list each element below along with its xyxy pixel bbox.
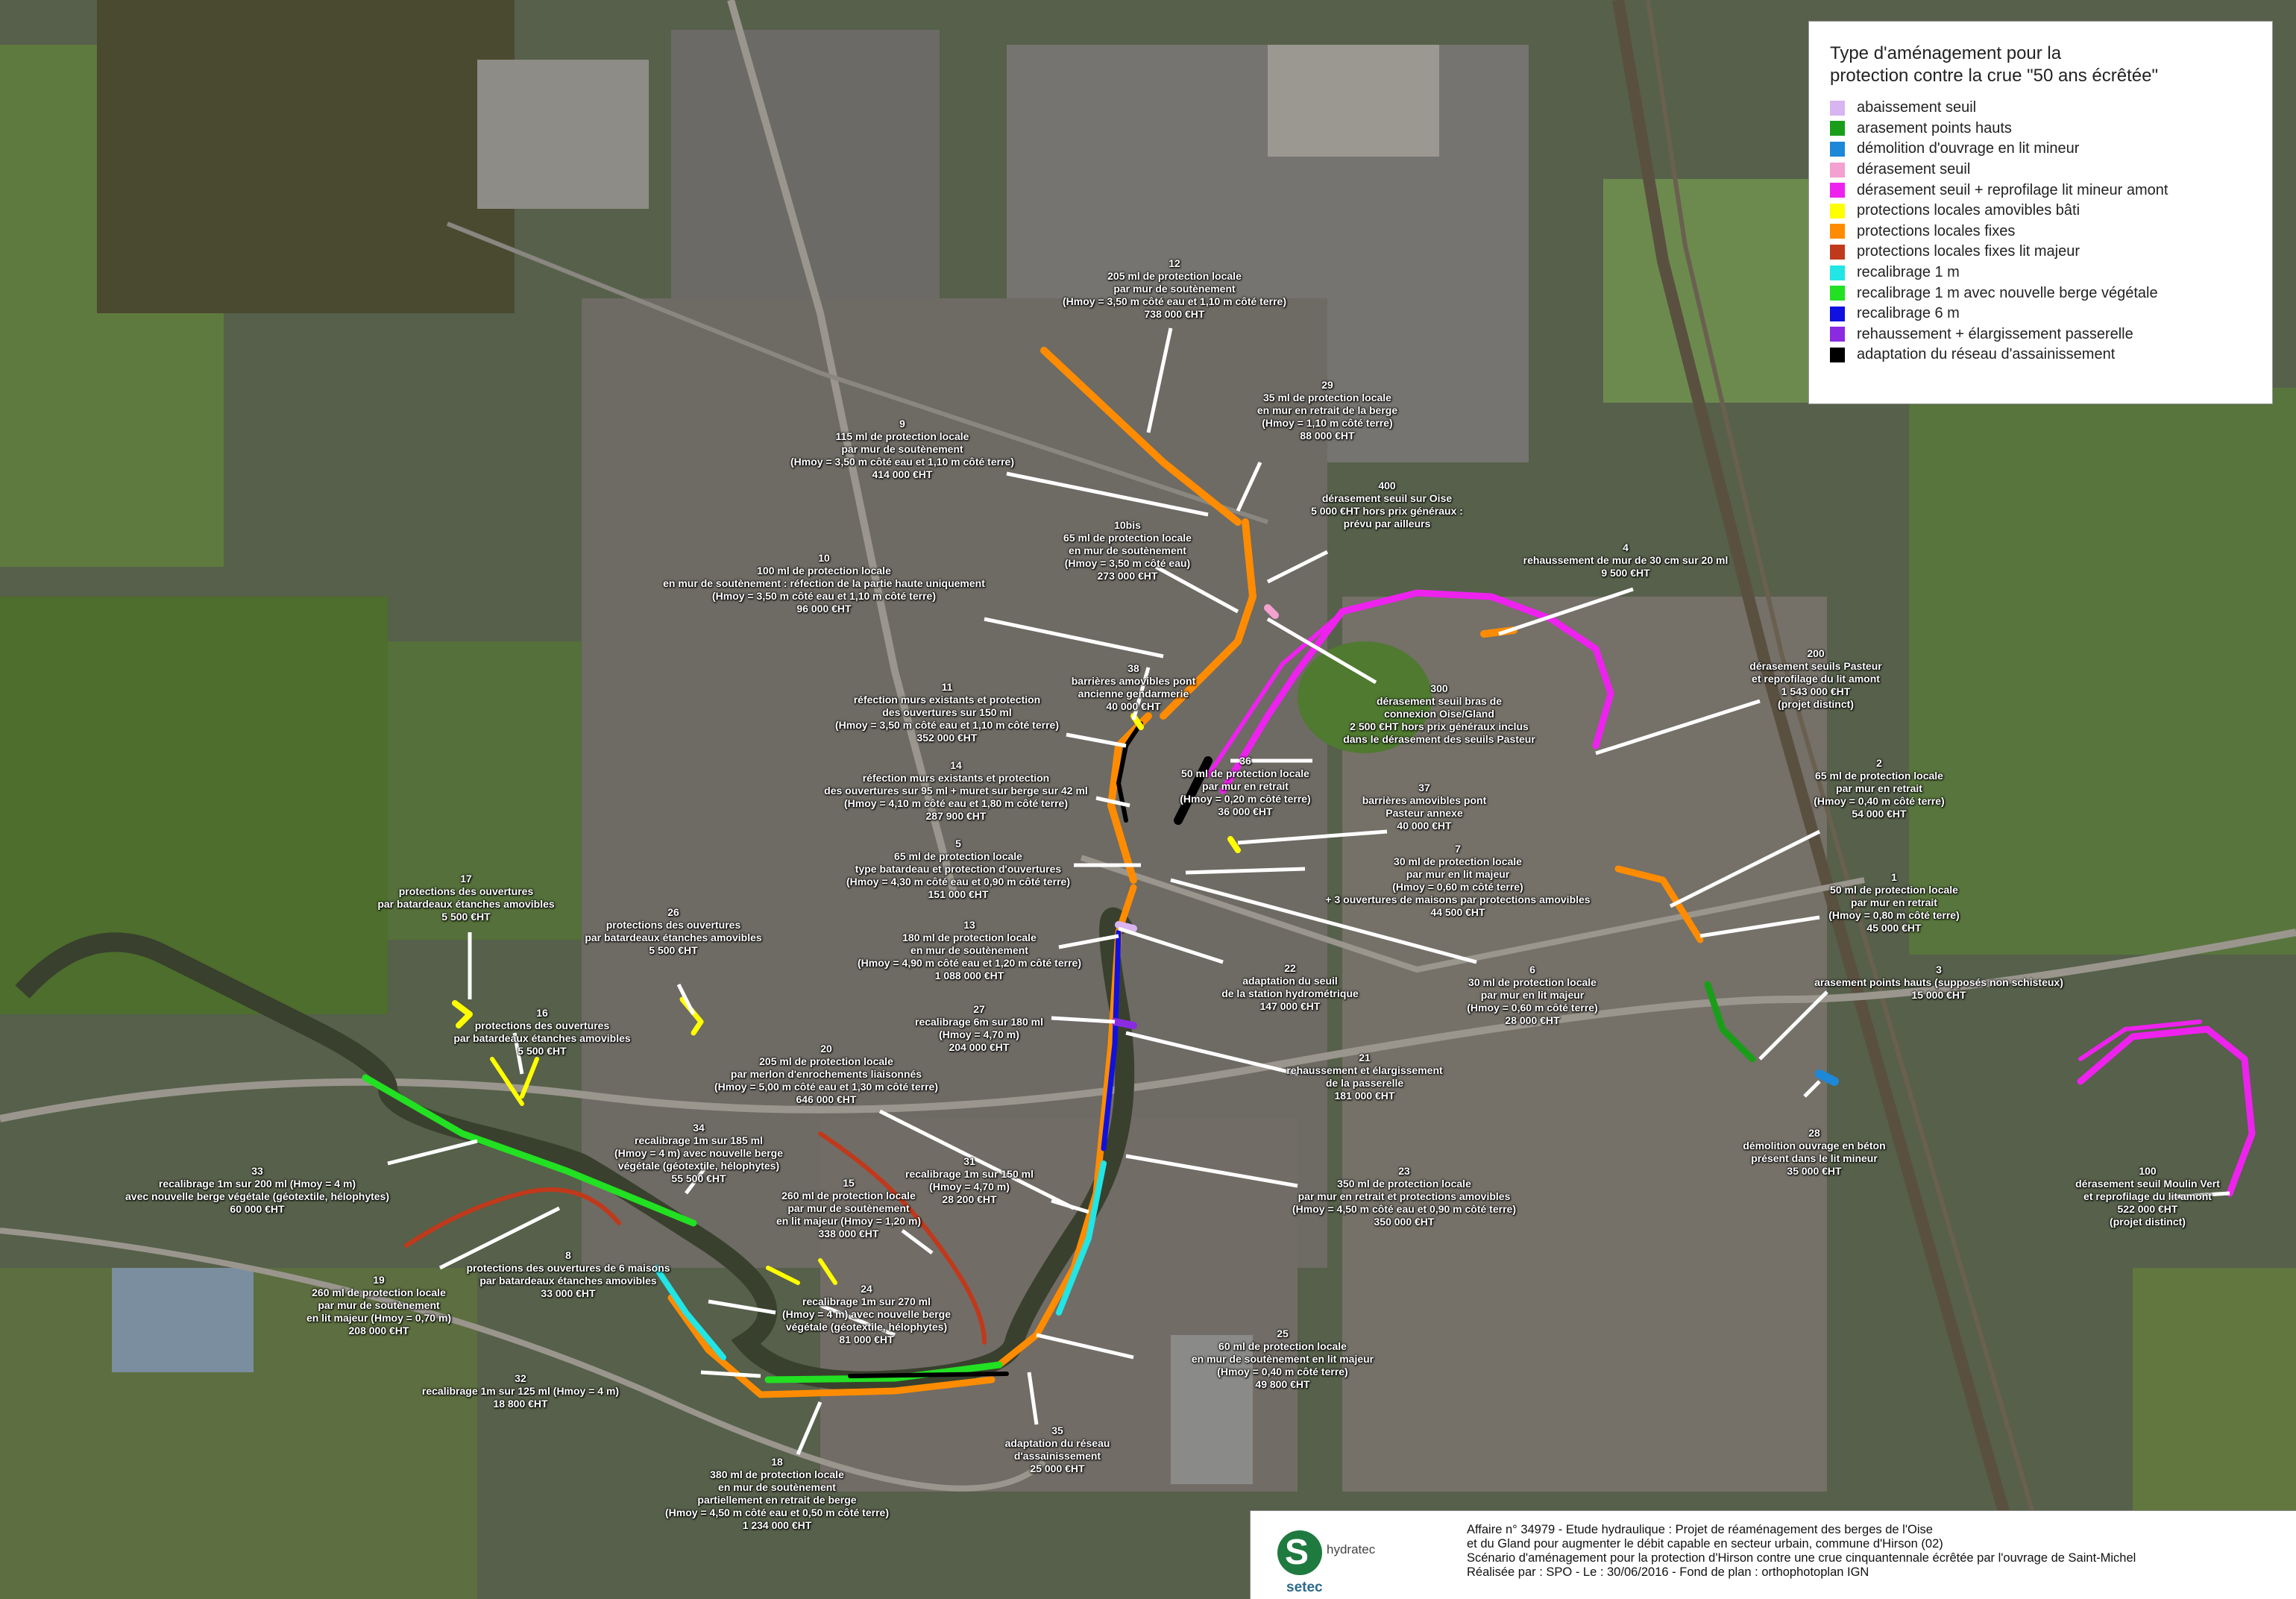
legend-title-line1: Type d'aménagement pour la — [1830, 43, 2062, 63]
annotation-38: 38 barrières amovibles pont ancienne gen… — [1071, 662, 1196, 712]
annotation-10bis: 10bis 65 ml de protection locale en mur … — [1063, 519, 1192, 582]
legend-item: recalibrage 1 m — [1830, 263, 2253, 283]
legend-item: arasement points hauts — [1830, 119, 2253, 139]
logo-s-glyph: S — [1285, 1533, 1309, 1572]
annotation-9: 9 115 ml de protection locale par mur de… — [790, 418, 1014, 480]
annotation-32: 32 recalibrage 1m sur 125 ml (Hmoy = 4 m… — [421, 1372, 620, 1410]
annotation-5: 5 65 ml de protection locale type batard… — [846, 838, 1070, 900]
legend-label: protections locales amovibles bâti — [1857, 202, 2080, 219]
logo-mark-icon — [1277, 1530, 1322, 1575]
legend-swatch — [1830, 244, 1845, 260]
title-block: S hydratec setec Affaire n° 34979 - Etud… — [1250, 1510, 2296, 1599]
legend-label: protections locales fixes — [1857, 222, 2016, 239]
legend-item: recalibrage 6 m — [1830, 304, 2253, 324]
legend-item: adaptation du réseau d'assainissement — [1830, 345, 2253, 365]
annotation-26: 26 protections des ouvertures par batard… — [585, 906, 762, 956]
annotation-18: 18 380 ml de protection locale en mur de… — [665, 1456, 889, 1531]
legend-swatch — [1830, 327, 1845, 342]
legend-title: Type d'aménagement pour la protection co… — [1830, 43, 2253, 87]
annotation-28: 28 démolition ouvrage en béton présent d… — [1743, 1127, 1886, 1177]
annotation-100: 100 dérasement seuil Moulin Vert et repr… — [2075, 1165, 2220, 1228]
annotation-33: 33 recalibrage 1m sur 200 ml (Hmoy = 4 m… — [125, 1165, 390, 1215]
legend-item: dérasement seuil + reprofilage lit mineu… — [1830, 180, 2253, 201]
annotation-22: 22 adaptation du seuil de la station hyd… — [1221, 962, 1359, 1012]
annotation-1: 1 50 ml de protection locale par mur en … — [1828, 871, 1960, 934]
legend-label: dérasement seuil + reprofilage lit mineu… — [1857, 181, 2168, 198]
legend-swatch — [1830, 100, 1845, 116]
legend-swatch — [1830, 141, 1845, 157]
legend-swatch — [1830, 265, 1845, 280]
title-line-3: Scénario d'aménagement pour la protectio… — [1467, 1551, 2136, 1565]
annotation-12: 12 205 ml de protection locale par mur d… — [1063, 257, 1286, 320]
legend-label: recalibrage 1 m — [1857, 264, 1960, 281]
title-line-2: et du Gland pour augmenter le débit capa… — [1467, 1537, 1943, 1551]
annotation-16: 16 protections des ouvertures par batard… — [453, 1007, 631, 1057]
logo-group: setec — [1286, 1580, 1323, 1595]
legend-label: démolition d'ouvrage en lit mineur — [1857, 140, 2080, 157]
annotation-14: 14 réfection murs existants et protectio… — [824, 759, 1088, 822]
legend-label: recalibrage 6 m — [1857, 305, 1960, 322]
annotation-3: 3 arasement points hauts (supposés non s… — [1814, 964, 2063, 1001]
legend-item: rehaussement + élargissement passerelle — [1830, 324, 2253, 345]
annotation-6: 6 30 ml de protection locale par mur en … — [1467, 964, 1598, 1026]
legend-swatch — [1830, 203, 1845, 219]
legend-label: protections locales fixes lit majeur — [1857, 243, 2080, 260]
title-line-4: Réalisée par : SPO - Le : 30/06/2016 - F… — [1467, 1565, 1869, 1579]
legend-swatch — [1830, 224, 1845, 239]
annotation-31: 31 recalibrage 1m sur 150 ml (Hmoy = 4,7… — [905, 1155, 1034, 1205]
annotation-200: 200 dérasement seuils Pasteur et reprofi… — [1749, 647, 1882, 710]
annotation-17: 17 protections des ouvertures par batard… — [377, 873, 555, 923]
legend-label: adaptation du réseau d'assainissement — [1857, 346, 2116, 363]
legend-swatch — [1830, 306, 1845, 321]
legend-label: rehaussement + élargissement passerelle — [1857, 325, 2133, 342]
legend-swatch — [1830, 183, 1845, 198]
legend-label: recalibrage 1 m avec nouvelle berge végé… — [1857, 284, 2158, 301]
map-legend: Type d'aménagement pour la protection co… — [1808, 21, 2273, 404]
annotation-2: 2 65 ml de protection locale par mur en … — [1814, 757, 1945, 820]
legend-swatch — [1830, 121, 1845, 136]
annotation-37: 37 barrières amovibles pont Pasteur anne… — [1362, 782, 1487, 832]
annotation-400: 400 dérasement seuil sur Oise 5 000 €HT … — [1311, 480, 1463, 530]
annotation-8: 8 protections des ouvertures de 6 maison… — [466, 1249, 670, 1299]
annotation-36: 36 50 ml de protection locale par mur en… — [1180, 755, 1311, 817]
annotation-20: 20 205 ml de protection locale par merlo… — [714, 1043, 938, 1105]
annotation-29: 29 35 ml de protection locale en mur en … — [1256, 379, 1398, 442]
annotation-13: 13 180 ml de protection locale en mur de… — [858, 919, 1081, 981]
legend-swatch — [1830, 286, 1845, 301]
legend-label: arasement points hauts — [1857, 119, 2012, 136]
legend-item: protections locales amovibles bâti — [1830, 201, 2253, 222]
legend-swatch — [1830, 347, 1845, 362]
legend-item: dérasement seuil — [1830, 160, 2253, 180]
annotation-7: 7 30 ml de protection locale par mur en … — [1325, 843, 1591, 918]
legend-item: abaissement seuil — [1830, 98, 2253, 119]
annotation-24: 24 recalibrage 1m sur 270 ml (Hmoy = 4 m… — [781, 1283, 952, 1345]
annotation-11: 11 réfection murs existants et protectio… — [835, 681, 1059, 744]
title-block-text: Affaire n° 34979 - Etude hydraulique : P… — [1467, 1523, 2136, 1580]
annotation-34: 34 recalibrage 1m sur 185 ml (Hmoy = 4 m… — [614, 1122, 784, 1184]
legend-label: dérasement seuil — [1857, 161, 1971, 178]
legend-title-line2: protection contre la crue "50 ans écrêté… — [1830, 66, 2158, 86]
annotation-25: 25 60 ml de protection locale en mur de … — [1191, 1328, 1374, 1390]
annotation-10: 10 100 ml de protection locale en mur de… — [663, 552, 985, 615]
annotation-19: 19 260 ml de protection locale par mur d… — [306, 1274, 452, 1336]
annotation-27: 27 recalibrage 6m sur 180 ml (Hmoy = 4,7… — [915, 1003, 1043, 1053]
legend-item: démolition d'ouvrage en lit mineur — [1830, 139, 2253, 160]
legend-item: recalibrage 1 m avec nouvelle berge végé… — [1830, 283, 2253, 304]
annotation-35: 35 adaptation du réseau d'assainissement… — [1004, 1424, 1110, 1474]
legend-item: protections locales fixes — [1830, 222, 2253, 242]
logo-brand: hydratec — [1327, 1542, 1376, 1556]
annotation-15: 15 260 ml de protection locale par mur d… — [776, 1177, 922, 1240]
legend-label: abaissement seuil — [1857, 99, 1977, 116]
legend-item: protections locales fixes lit majeur — [1830, 242, 2253, 263]
annotation-300: 300 dérasement seuil bras de connexion O… — [1343, 682, 1535, 745]
legend-swatch — [1830, 162, 1845, 178]
hydratec-setec-logo: S hydratec setec — [1277, 1521, 1375, 1596]
annotation-4: 4 rehaussement de mur de 30 cm sur 20 ml… — [1523, 541, 1729, 579]
annotation-23: 23 350 ml de protection locale par mur e… — [1292, 1165, 1516, 1228]
title-line-1: Affaire n° 34979 - Etude hydraulique : P… — [1467, 1523, 1933, 1536]
annotation-21: 21 rehaussement et élargissement de la p… — [1286, 1052, 1443, 1102]
